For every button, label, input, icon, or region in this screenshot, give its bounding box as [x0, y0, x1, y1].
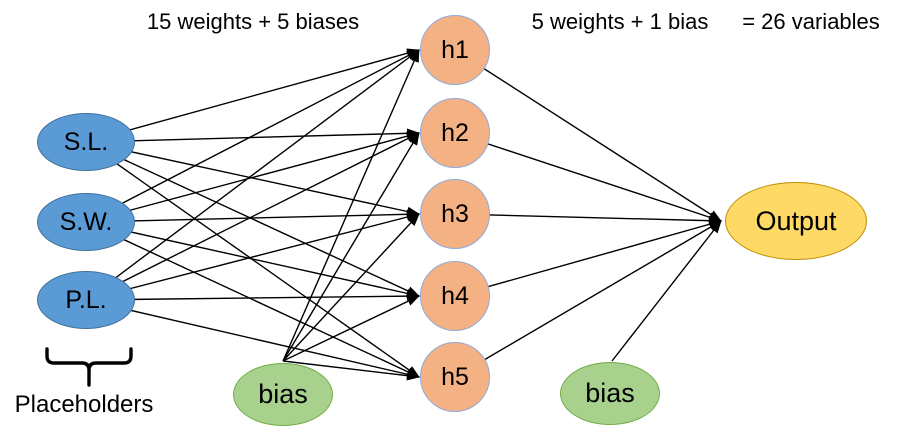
edge-bias2-out: [611, 220, 722, 362]
input-node-pl-label: P.L.: [65, 285, 107, 314]
input-node-pl: P.L.: [37, 271, 135, 329]
output-node: Output: [725, 182, 867, 260]
edge-h5-out: [454, 220, 722, 378]
placeholders-brace-icon: [45, 347, 133, 387]
edge-pl-h1: [85, 49, 420, 301]
edge-bias1-h1: [282, 49, 420, 362]
edge-sw-h2: [85, 131, 421, 223]
input-node-sw-label: S.W.: [59, 207, 113, 236]
hidden-node-h1-label: h1: [441, 35, 469, 64]
total-variables-label: = 26 variables: [742, 9, 880, 34]
output-layer-params-label: 5 weights + 1 bias: [531, 9, 709, 34]
edge-bias1-h3: [282, 213, 420, 362]
input-node-sl: S.L.: [37, 113, 135, 171]
edge-pl-h2: [85, 132, 420, 301]
hidden-node-h5-label: h5: [441, 362, 469, 391]
edge-pl-h3: [85, 212, 421, 301]
edge-bias1-h2: [282, 132, 420, 362]
hidden-node-h4: h4: [420, 261, 490, 331]
edge-bias1-h4: [282, 295, 420, 362]
hidden-node-h5: h5: [420, 342, 490, 412]
input-node-sw: S.W.: [37, 193, 135, 251]
edge-sl-h1: [85, 48, 421, 143]
edge-h2-out: [454, 132, 723, 222]
edge-sw-h1: [85, 49, 420, 223]
edge-h4-out: [454, 219, 723, 297]
hidden-node-h1: h1: [420, 15, 490, 85]
edge-pl-h4: [85, 291, 421, 302]
edges-group: [85, 48, 723, 381]
hidden-layer-params-label: 15 weights + 5 biases: [146, 9, 360, 34]
edge-sw-h3: [85, 209, 421, 223]
edge-pl-h5: [85, 299, 421, 380]
edge-h3-out: [454, 213, 723, 226]
edge-sw-h5: [85, 221, 420, 378]
bias-node-output-label: bias: [585, 378, 635, 408]
hidden-node-h4-label: h4: [441, 281, 469, 310]
hidden-node-h2: h2: [420, 98, 490, 168]
edge-sw-h4: [85, 221, 421, 299]
placeholders-caption: Placeholders: [14, 391, 154, 418]
edge-sl-h4: [85, 141, 420, 297]
output-node-label: Output: [755, 205, 837, 236]
input-node-sl-label: S.L.: [63, 127, 109, 156]
hidden-node-h2-label: h2: [441, 118, 469, 147]
edge-h1-out: [454, 49, 722, 222]
hidden-node-h3-label: h3: [441, 199, 469, 228]
bias-node-hidden: bias: [233, 363, 333, 426]
hidden-node-h3: h3: [420, 179, 490, 249]
bias-node-output: bias: [560, 362, 660, 425]
bias-node-hidden-label: bias: [258, 379, 308, 409]
edge-bias1-h5: [282, 360, 421, 381]
edge-sl-h2: [85, 128, 421, 143]
